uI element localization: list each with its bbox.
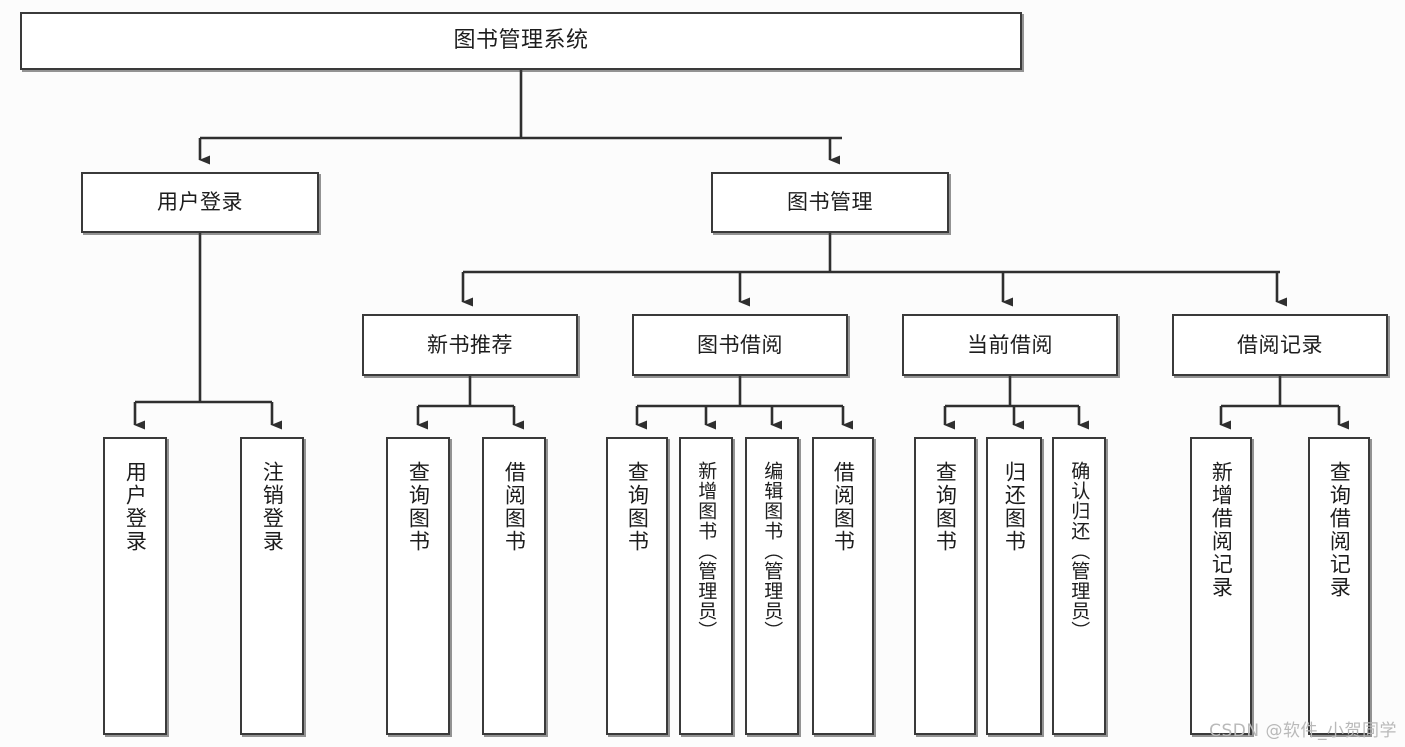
node-leaf-return-book[interactable]: 归还图书 [986, 437, 1042, 735]
node-root-label: 图书管理系统 [453, 28, 589, 54]
node-leaf-confirm-return-admin-label: 确认归还（管理员） [1068, 461, 1091, 641]
edges-userlogin-to-leaves [133, 233, 282, 430]
node-leaf-borrow-book-label: 借阅图书 [831, 461, 856, 553]
node-leaf-user-login-label: 用户登录 [123, 461, 148, 553]
node-leaf-add-borrow-record[interactable]: 新增借阅记录 [1190, 437, 1252, 735]
node-leaf-borrow-book[interactable]: 借阅图书 [812, 437, 874, 735]
edges-borrowrecord-to-leaves [1219, 376, 1349, 430]
node-leaf-query-book-borrow[interactable]: 查询图书 [606, 437, 668, 735]
node-leaf-edit-book-admin-label: 编辑图书（管理员） [761, 461, 784, 641]
node-new-book-recommend[interactable]: 新书推荐 [362, 314, 578, 376]
node-leaf-user-login[interactable]: 用户登录 [103, 437, 167, 735]
node-user-login[interactable]: 用户登录 [81, 172, 319, 233]
node-leaf-query-borrow-record-label: 查询借阅记录 [1327, 461, 1352, 599]
node-book-borrow-label: 图书借阅 [697, 332, 783, 357]
node-leaf-query-book-current[interactable]: 查询图书 [914, 437, 976, 735]
node-book-manage-label: 图书管理 [787, 190, 873, 215]
node-borrow-record[interactable]: 借阅记录 [1172, 314, 1388, 376]
edges-newbook-to-leaves [416, 376, 524, 430]
node-leaf-logout-login-label: 注销登录 [260, 461, 285, 553]
node-leaf-add-book-admin[interactable]: 新增图书（管理员） [679, 437, 733, 735]
node-leaf-query-book-borrow-label: 查询图书 [625, 461, 650, 553]
edges-currentborrow-to-leaves [943, 376, 1089, 430]
node-leaf-add-book-admin-label: 新增图书（管理员） [695, 461, 718, 641]
node-leaf-logout-login[interactable]: 注销登录 [240, 437, 304, 735]
node-leaf-borrow-book-rec-label: 借阅图书 [502, 461, 527, 553]
node-new-book-recommend-label: 新书推荐 [427, 332, 513, 357]
edges-bookmanage-to-level2 [461, 233, 1287, 307]
edges-root-to-level1 [198, 70, 842, 165]
node-current-borrow[interactable]: 当前借阅 [902, 314, 1118, 376]
node-leaf-confirm-return-admin[interactable]: 确认归还（管理员） [1052, 437, 1106, 735]
node-root[interactable]: 图书管理系统 [20, 12, 1022, 70]
node-leaf-query-borrow-record[interactable]: 查询借阅记录 [1308, 437, 1370, 735]
node-book-manage[interactable]: 图书管理 [711, 172, 949, 233]
edges-bookborrow-to-leaves [635, 376, 853, 430]
node-user-login-label: 用户登录 [157, 190, 243, 215]
node-leaf-edit-book-admin[interactable]: 编辑图书（管理员） [745, 437, 799, 735]
node-leaf-query-book-rec-label: 查询图书 [406, 461, 431, 553]
node-leaf-add-borrow-record-label: 新增借阅记录 [1209, 461, 1234, 599]
node-leaf-query-book-rec[interactable]: 查询图书 [386, 437, 450, 735]
csdn-watermark: CSDN @软件_小贺同学 [1209, 721, 1397, 741]
node-leaf-query-book-current-label: 查询图书 [933, 461, 958, 553]
node-leaf-borrow-book-rec[interactable]: 借阅图书 [482, 437, 546, 735]
node-leaf-return-book-label: 归还图书 [1002, 461, 1027, 553]
node-current-borrow-label: 当前借阅 [967, 332, 1053, 357]
node-borrow-record-label: 借阅记录 [1237, 332, 1323, 357]
node-book-borrow[interactable]: 图书借阅 [632, 314, 848, 376]
